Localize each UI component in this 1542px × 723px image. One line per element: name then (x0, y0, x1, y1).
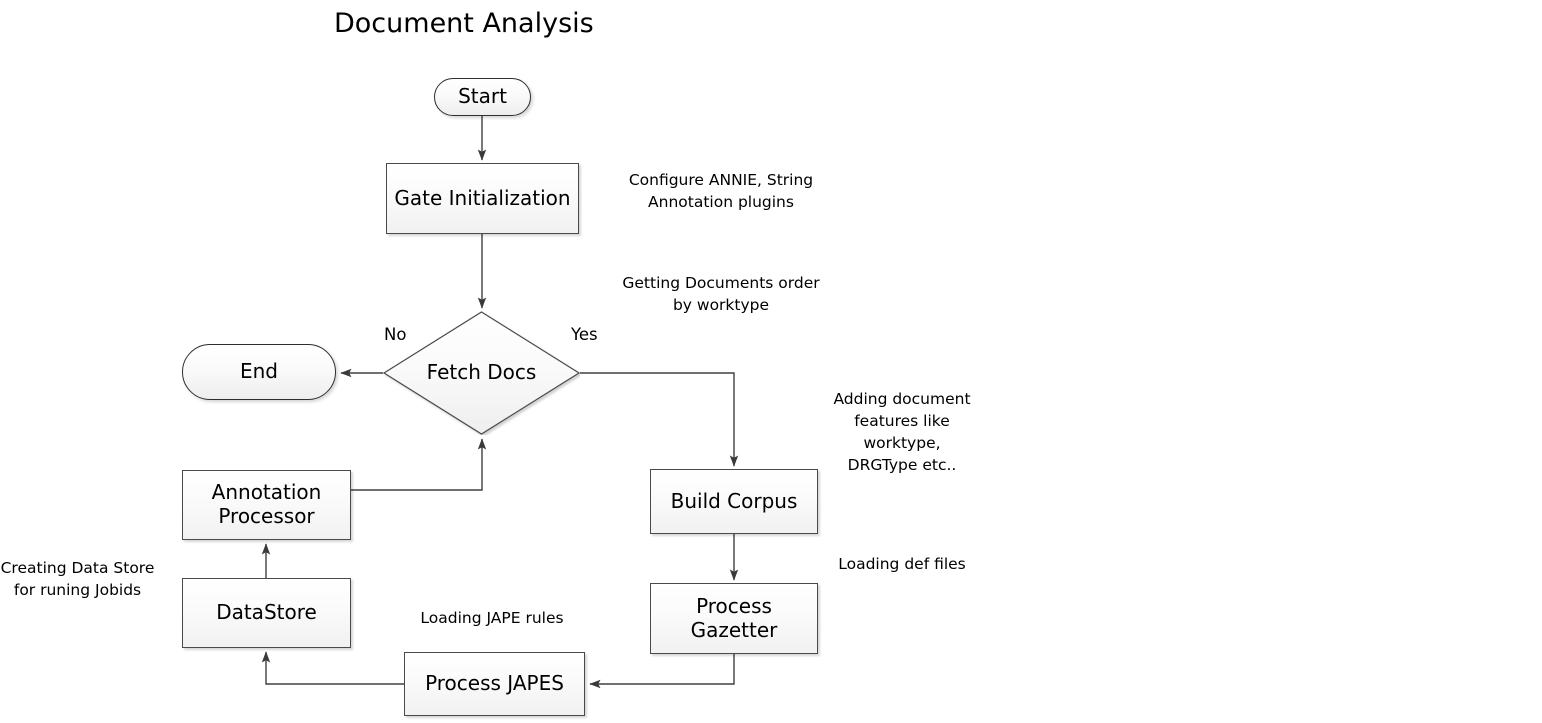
node-end-label: End (239, 359, 278, 384)
node-datastore[interactable]: DataStore (182, 578, 351, 648)
node-gate-initialization[interactable]: Gate Initialization (386, 163, 579, 234)
node-start-label: Start (458, 84, 507, 109)
node-annotation-processor[interactable]: Annotation Processor (182, 470, 351, 540)
node-start[interactable]: Start (434, 78, 531, 116)
edge-label-yes: Yes (571, 325, 598, 344)
node-datastore-label: DataStore (216, 600, 317, 625)
node-build-corpus[interactable]: Build Corpus (650, 469, 818, 534)
node-process-gazetter[interactable]: Process Gazetter (650, 583, 818, 654)
edge-label-no: No (384, 325, 407, 344)
edge-annproc-to-fetch (351, 438, 487, 491)
node-process-japes[interactable]: Process JAPES (404, 652, 585, 716)
note-configure-annie: Configure ANNIE, String Annotation plugi… (628, 171, 814, 211)
note-loading-jape-rules: Loading JAPE rules (420, 609, 564, 627)
node-end[interactable]: End (182, 344, 336, 400)
note-getting-documents-order: Getting Documents order by worktype (622, 274, 820, 314)
edge-gazetter-to-japes (589, 654, 735, 689)
node-fetch-docs-label: Fetch Docs (426, 360, 537, 385)
node-fetch-docs[interactable]: Fetch Docs (383, 311, 580, 435)
page-title: Document Analysis (334, 8, 594, 39)
edge-fetch-yes-to-corpus (580, 372, 739, 467)
node-annotation-processor-label: Annotation Processor (211, 480, 322, 528)
note-loading-def-files: Loading def files (838, 555, 966, 573)
note-creating-data-store: Creating Data Store for runing Jobids (0, 559, 155, 599)
node-process-japes-label: Process JAPES (425, 671, 564, 696)
node-gate-initialization-label: Gate Initialization (394, 185, 571, 210)
node-process-gazetter-label: Process Gazetter (690, 593, 778, 642)
decision-diamond-shape (383, 311, 580, 435)
node-build-corpus-label: Build Corpus (670, 488, 798, 513)
note-adding-document-features: Adding document features like worktype, … (833, 390, 971, 474)
edge-japes-to-datastore (261, 651, 404, 685)
